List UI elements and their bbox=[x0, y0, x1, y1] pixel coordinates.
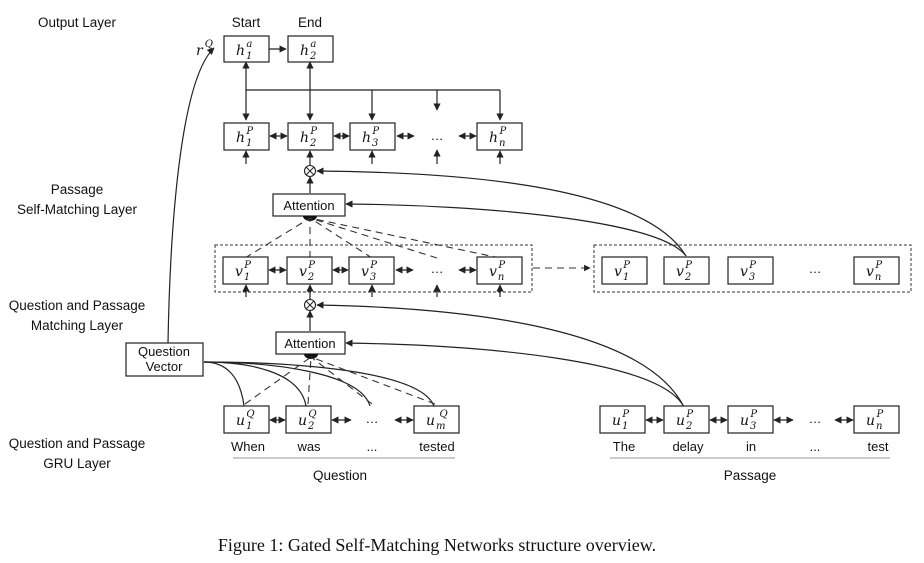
svg-text:v1P: v1P bbox=[235, 260, 251, 283]
h-p-ellipsis: … bbox=[431, 128, 444, 143]
passage-word-4: ... bbox=[810, 439, 821, 454]
matching-layer-label-line1: Question and Passage bbox=[9, 298, 146, 313]
svg-text:h3P: h3P bbox=[362, 126, 379, 149]
h-a1-node: h1a bbox=[223, 35, 270, 63]
svg-text:h1P: h1P bbox=[236, 126, 253, 149]
passage-label: Passage bbox=[724, 468, 777, 483]
u-pn-node: unP bbox=[853, 405, 900, 434]
h-p2-node: h2P bbox=[287, 122, 334, 151]
svg-text:v1P: v1P bbox=[614, 260, 630, 283]
svg-text:v3P: v3P bbox=[361, 260, 377, 283]
matching-layer-label-line2: Matching Layer bbox=[31, 318, 124, 333]
svg-text:h2a: h2a bbox=[300, 39, 316, 62]
figure-caption: Figure 1: Gated Self-Matching Networks s… bbox=[218, 535, 656, 555]
svg-text:u1P: u1P bbox=[612, 409, 629, 432]
u-p3-node: u3P bbox=[727, 405, 774, 434]
gru-layer-label-line2: GRU Layer bbox=[43, 456, 111, 471]
svg-text:Attention: Attention bbox=[284, 336, 335, 351]
svg-text:Attention: Attention bbox=[283, 198, 334, 213]
svg-text:h2P: h2P bbox=[300, 126, 317, 149]
matching-attention-box: Attention bbox=[275, 331, 346, 355]
question-word-4: tested bbox=[419, 439, 454, 454]
passage-v-copy-container bbox=[593, 244, 912, 293]
question-word-1: When bbox=[231, 439, 265, 454]
svg-text:u3P: u3P bbox=[740, 409, 757, 432]
u-q1-node: u1Q bbox=[223, 405, 270, 434]
passage-word-5: test bbox=[868, 439, 889, 454]
v-p3-node: v3P bbox=[348, 256, 395, 285]
v-p2-node: v2P bbox=[286, 256, 333, 285]
passage-word-2: delay bbox=[672, 439, 704, 454]
h-a2-node: h2a bbox=[287, 35, 334, 63]
u-q2-node: u2Q bbox=[285, 405, 332, 434]
v-copy-p1-node: v1P bbox=[601, 256, 648, 285]
output-layer-label: Output Layer bbox=[38, 15, 117, 30]
u-p2-node: u2P bbox=[663, 405, 710, 434]
h-p3-node: h3P bbox=[349, 122, 396, 151]
v-copy-p2-node: v2P bbox=[663, 256, 710, 285]
v-copy-ellipsis: … bbox=[809, 261, 822, 276]
question-word-3: ... bbox=[367, 439, 378, 454]
v-copy-pn-node: vnP bbox=[853, 256, 900, 285]
svg-text:unP: unP bbox=[866, 409, 883, 432]
gru-layer-label-line1: Question and Passage bbox=[9, 436, 146, 451]
u-p-ellipsis: … bbox=[809, 411, 822, 426]
passage-word-3: in bbox=[746, 439, 756, 454]
matching-gate-icon bbox=[303, 298, 317, 312]
start-label: Start bbox=[232, 15, 261, 30]
svg-text:u2Q: u2Q bbox=[298, 409, 317, 432]
u-q-ellipsis: … bbox=[366, 411, 379, 426]
u-p1-node: u1P bbox=[599, 405, 646, 434]
svg-text:Vector: Vector bbox=[146, 359, 184, 374]
h-p1-node: h1P bbox=[223, 122, 270, 151]
h-pn-node: hnP bbox=[476, 122, 523, 151]
svg-text:v2P: v2P bbox=[299, 260, 315, 283]
svg-text:u2P: u2P bbox=[676, 409, 693, 432]
question-word-2: was bbox=[296, 439, 321, 454]
v-copy-p3-node: v3P bbox=[727, 256, 774, 285]
passage-v-container bbox=[214, 244, 533, 293]
u-qm-node: umQ bbox=[413, 405, 460, 434]
svg-text:hnP: hnP bbox=[489, 126, 506, 149]
svg-text:u1Q: u1Q bbox=[236, 409, 255, 432]
svg-text:v2P: v2P bbox=[676, 260, 692, 283]
svg-text:umQ: umQ bbox=[426, 409, 448, 432]
v-p1-node: v1P bbox=[222, 256, 269, 285]
question-vector-box: Question Vector bbox=[125, 342, 204, 377]
svg-text:Question: Question bbox=[138, 344, 190, 359]
svg-text:h1a: h1a bbox=[236, 39, 252, 62]
self-matching-layer-label-line2: Self-Matching Layer bbox=[17, 202, 138, 217]
self-attention-box: Attention bbox=[272, 193, 346, 217]
self-matching-layer-label-line1: Passage bbox=[51, 182, 104, 197]
svg-text:vnP: vnP bbox=[489, 260, 505, 283]
svg-text:vnP: vnP bbox=[866, 260, 882, 283]
passage-word-1: The bbox=[613, 439, 635, 454]
v-pn-node: vnP bbox=[476, 256, 523, 285]
v-p-ellipsis: … bbox=[431, 261, 444, 276]
svg-text:v3P: v3P bbox=[740, 260, 756, 283]
end-label: End bbox=[298, 15, 322, 30]
question-label: Question bbox=[313, 468, 367, 483]
self-matching-gate-icon bbox=[303, 164, 317, 178]
